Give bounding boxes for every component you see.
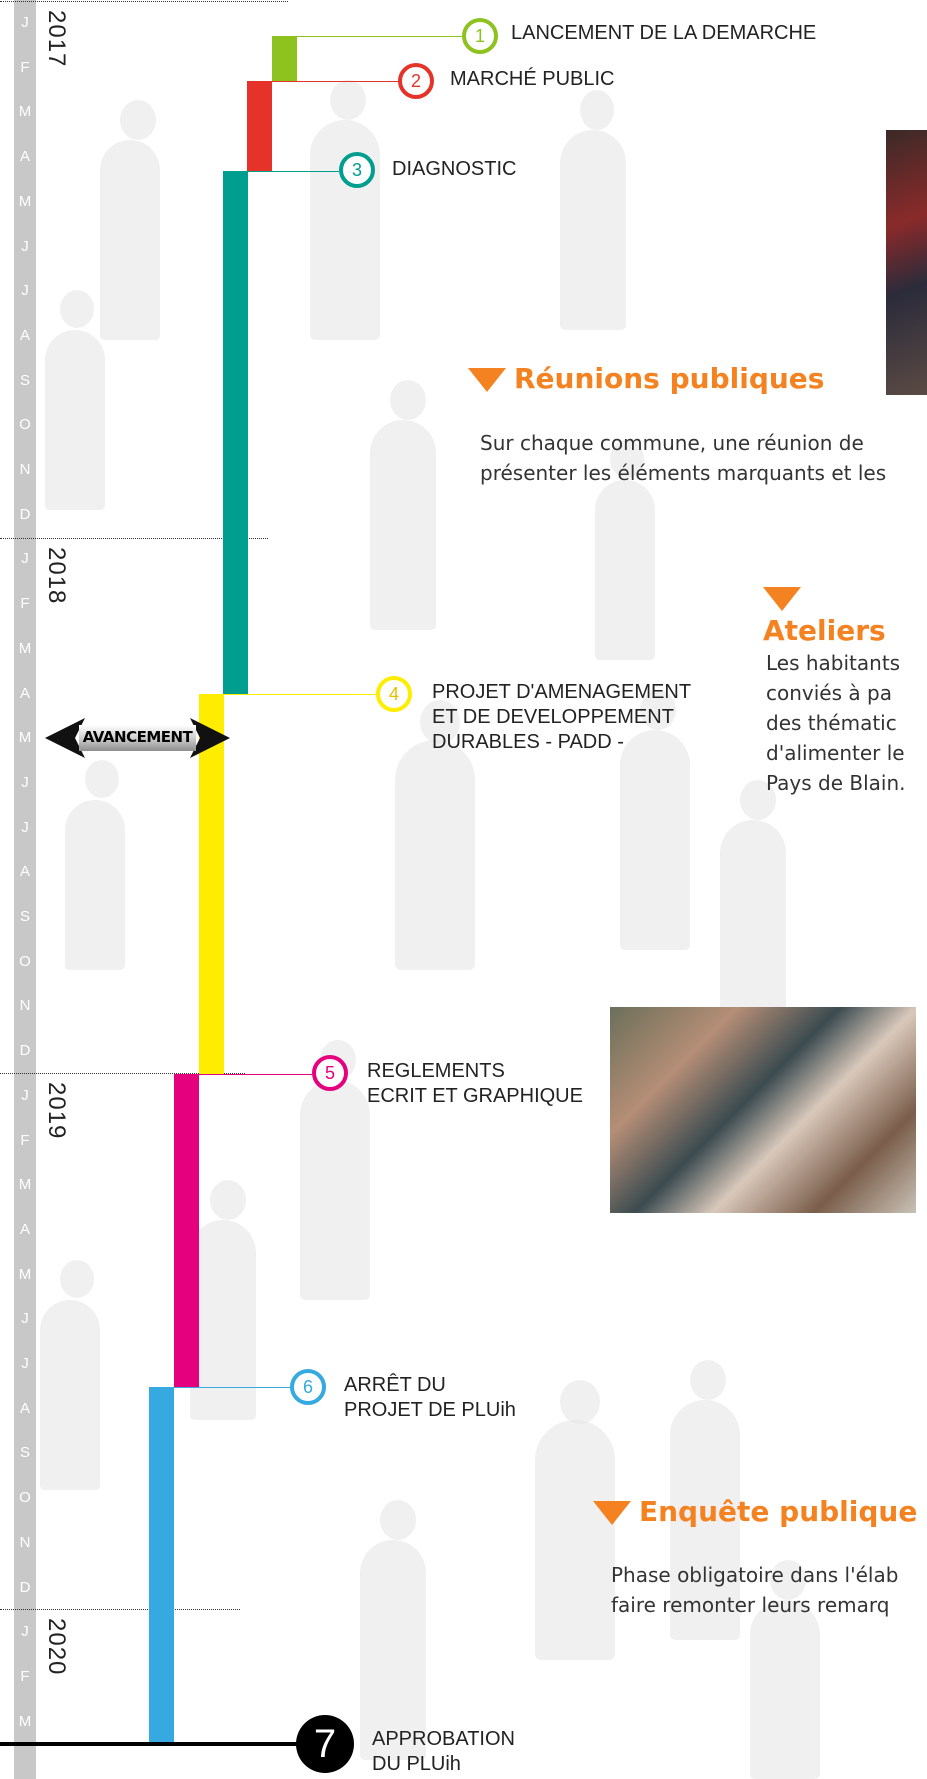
year-divider-2017	[0, 1, 288, 2]
triangle-down-icon	[468, 368, 506, 392]
section-text-ateliers: Les habitants conviés à pa des thématic …	[766, 651, 906, 795]
phase-bar-lancement	[272, 36, 297, 81]
section-title-ateliers: Ateliers	[763, 581, 927, 647]
step-6-label-line-2: PROJET DE PLUih	[344, 1399, 516, 1421]
phase-bar-diagnostic	[223, 171, 248, 694]
month-label: F	[20, 1667, 30, 1685]
step-4-badge: 4	[376, 676, 412, 712]
month-label: F	[20, 58, 30, 76]
year-divider-2019	[0, 1073, 245, 1074]
month-label: J	[21, 282, 29, 300]
section-title-enquete: Enquête publique	[593, 1495, 917, 1528]
step-4-label-line-3: DURABLES - PADD -	[432, 731, 624, 753]
month-label: F	[20, 595, 30, 613]
month-label: D	[19, 1042, 31, 1060]
month-label: M	[18, 639, 32, 657]
phase-bar-padd	[199, 694, 224, 1074]
triangle-down-icon	[763, 587, 801, 611]
month-label: S	[19, 1444, 30, 1462]
month-label: M	[18, 1265, 32, 1283]
month-label: N	[19, 461, 31, 478]
month-label: A	[19, 1399, 30, 1417]
month-label: J	[21, 1355, 29, 1372]
triangle-down-icon	[593, 1501, 631, 1525]
step-6-badge: 6	[290, 1369, 326, 1405]
step-1-badge: 1	[462, 18, 498, 54]
month-label: J	[21, 237, 29, 255]
step-4-label-line-1: PROJET D'AMENAGEMENT	[432, 681, 692, 703]
connector-1	[297, 36, 462, 37]
year-divider-2020	[0, 1609, 240, 1610]
month-label: J	[21, 818, 29, 836]
month-label: J	[21, 1086, 29, 1104]
photo-atelier	[610, 1007, 916, 1213]
step-7-label-line-1: APPROBATION	[372, 1728, 515, 1750]
month-label: J	[21, 1310, 29, 1328]
section-text-enquete: Phase obligatoire dans l'élab faire remo…	[611, 1563, 899, 1617]
photo-reunion	[886, 130, 927, 395]
month-label: J	[21, 14, 29, 31]
month-label: M	[18, 103, 32, 121]
connector-4	[224, 694, 376, 695]
month-label: J	[21, 1623, 29, 1641]
step-5-badge: 5	[312, 1055, 348, 1091]
phase-bar-reglements	[174, 1074, 199, 1387]
timeline-base-line	[0, 1742, 300, 1746]
phase-bar-arret	[149, 1387, 174, 1744]
step-5-label: REGLEMENTS ECRIT ET GRAPHIQUE	[367, 1059, 583, 1109]
connector-6	[174, 1387, 290, 1388]
connector-5	[199, 1074, 312, 1075]
year-label-2017: 2017	[43, 10, 70, 68]
step-6-label: ARRÊT DU PROJET DE PLUih	[344, 1373, 516, 1423]
step-4-label-line-2: ET DE DEVELOPPEMENT	[432, 706, 674, 728]
section-title-reunions: Réunions publiques	[468, 362, 824, 395]
step-7-label-line-2: DU PLUih	[372, 1753, 461, 1775]
month-label: A	[19, 684, 30, 702]
month-label: N	[19, 997, 31, 1015]
year-label-2019: 2019	[43, 1082, 70, 1140]
connector-2	[272, 81, 399, 82]
step-5-label-line-1: REGLEMENTS	[367, 1060, 505, 1082]
section-text-reunions: Sur chaque commune, une réunion de prése…	[480, 431, 887, 485]
connector-3	[248, 171, 339, 172]
month-label: O	[19, 1489, 31, 1507]
step-6-label-line-1: ARRÊT DU	[344, 1374, 446, 1396]
step-2-label: MARCHÉ PUBLIC	[450, 68, 615, 90]
step-4-label: PROJET D'AMENAGEMENT ET DE DEVELOPPEMENT…	[432, 680, 691, 755]
step-7-label: APPROBATION DU PLUih	[372, 1727, 515, 1777]
step-3-badge: 3	[339, 152, 375, 188]
month-label: O	[19, 416, 31, 434]
month-label: J	[21, 550, 29, 568]
month-label: N	[19, 1533, 31, 1551]
month-label: A	[19, 326, 30, 344]
progress-marker-label: AVANCEMENT	[82, 728, 193, 746]
step-7-badge: 7	[296, 1715, 354, 1773]
month-label: A	[19, 863, 30, 881]
progress-marker: AVANCEMENT	[45, 718, 230, 758]
month-label: D	[19, 505, 31, 523]
month-label: A	[19, 148, 30, 166]
step-1-label: LANCEMENT DE LA DEMARCHE	[511, 22, 817, 44]
month-label: S	[19, 371, 30, 389]
step-3-label: DIAGNOSTIC	[392, 158, 517, 180]
month-label: J	[21, 773, 29, 791]
month-label: M	[18, 729, 32, 747]
step-5-label-line-2: ECRIT ET GRAPHIQUE	[367, 1085, 583, 1107]
month-column	[14, 0, 36, 1779]
month-label: D	[19, 1578, 31, 1596]
month-label: M	[18, 1176, 32, 1194]
month-label: S	[19, 908, 30, 925]
phase-bar-marche	[247, 81, 272, 171]
month-label: O	[19, 952, 31, 970]
month-label: M	[18, 1712, 32, 1730]
month-label: F	[20, 1131, 30, 1149]
month-label: M	[18, 192, 32, 210]
step-2-badge: 2	[398, 63, 434, 99]
double-arrow-icon	[45, 718, 230, 758]
month-label: A	[19, 1220, 30, 1238]
year-divider-2018	[0, 538, 268, 539]
year-label-2020: 2020	[43, 1618, 70, 1676]
year-label-2018: 2018	[43, 547, 70, 605]
